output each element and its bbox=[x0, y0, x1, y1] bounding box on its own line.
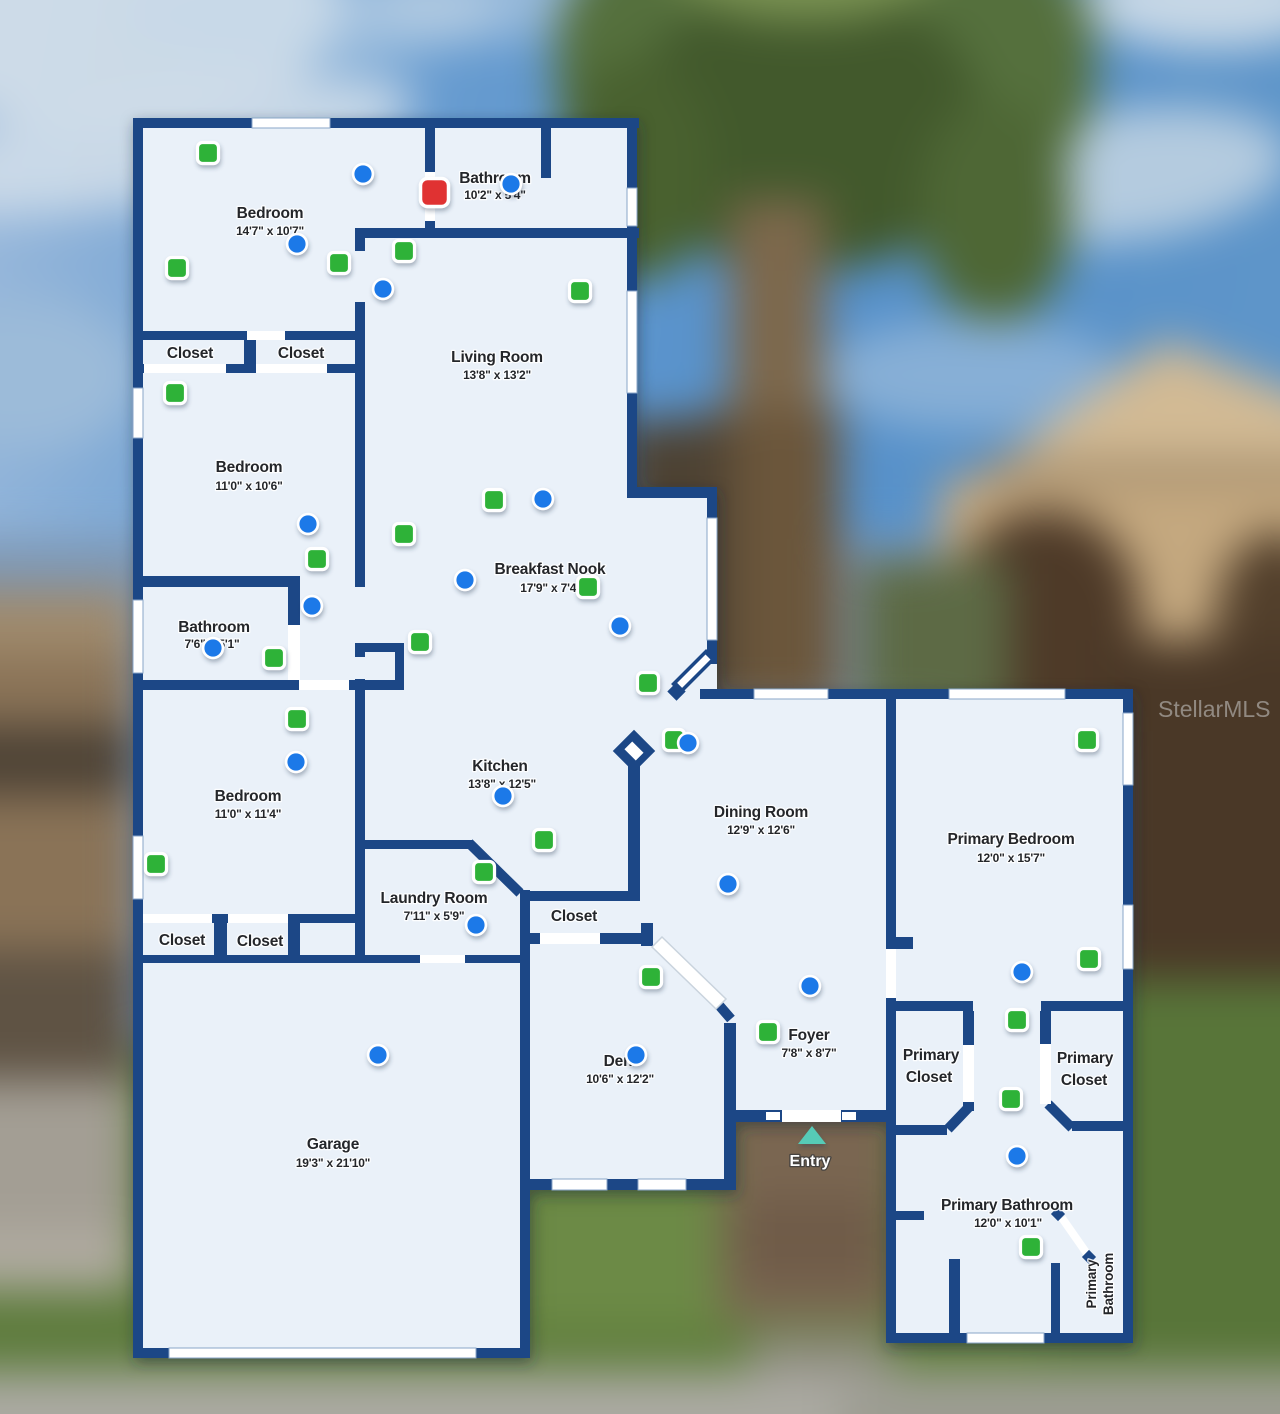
svg-text:Bedroom: Bedroom bbox=[216, 459, 283, 476]
svg-text:Primary: Primary bbox=[903, 1047, 960, 1064]
svg-text:Bathroom: Bathroom bbox=[1101, 1253, 1116, 1315]
svg-text:Closet: Closet bbox=[906, 1069, 952, 1086]
svg-text:12'0" x 15'7": 12'0" x 15'7" bbox=[977, 851, 1045, 865]
svg-text:11'0" x 10'6": 11'0" x 10'6" bbox=[215, 479, 282, 493]
svg-text:Primary: Primary bbox=[1057, 1050, 1114, 1067]
svg-text:7'8" x 8'7": 7'8" x 8'7" bbox=[782, 1046, 837, 1060]
svg-text:Laundry Room: Laundry Room bbox=[381, 890, 488, 907]
svg-text:Bathroom: Bathroom bbox=[178, 619, 250, 636]
svg-text:Bedroom: Bedroom bbox=[237, 205, 304, 222]
svg-text:14'7" x 10'7": 14'7" x 10'7" bbox=[236, 224, 304, 238]
svg-text:Kitchen: Kitchen bbox=[472, 758, 527, 775]
svg-text:Bedroom: Bedroom bbox=[215, 788, 282, 805]
svg-text:Closet: Closet bbox=[167, 345, 213, 362]
svg-text:12'0" x 10'1": 12'0" x 10'1" bbox=[974, 1216, 1042, 1230]
svg-text:Closet: Closet bbox=[1061, 1072, 1107, 1089]
svg-text:Living Room: Living Room bbox=[451, 349, 543, 366]
svg-text:19'3" x 21'10": 19'3" x 21'10" bbox=[296, 1156, 370, 1170]
svg-text:10'6" x 12'2": 10'6" x 12'2" bbox=[586, 1072, 654, 1086]
svg-text:Breakfast Nook: Breakfast Nook bbox=[495, 561, 606, 578]
svg-text:7'11" x 5'9": 7'11" x 5'9" bbox=[404, 909, 465, 923]
svg-text:StellarMLS: StellarMLS bbox=[1158, 696, 1270, 722]
svg-text:13'8" x 12'5": 13'8" x 12'5" bbox=[468, 777, 536, 791]
svg-text:13'8" x 13'2": 13'8" x 13'2" bbox=[463, 368, 531, 382]
svg-text:Garage: Garage bbox=[307, 1136, 360, 1153]
svg-text:Closet: Closet bbox=[551, 908, 597, 925]
svg-text:17'9" x 7'4": 17'9" x 7'4" bbox=[520, 581, 581, 595]
svg-text:12'9" x 12'6": 12'9" x 12'6" bbox=[727, 823, 795, 837]
svg-text:Primary Bathroom: Primary Bathroom bbox=[941, 1197, 1073, 1214]
svg-text:11'0" x 11'4": 11'0" x 11'4" bbox=[215, 807, 282, 821]
svg-text:Closet: Closet bbox=[159, 932, 205, 949]
svg-text:Closet: Closet bbox=[237, 933, 283, 950]
svg-text:Closet: Closet bbox=[278, 345, 324, 362]
svg-text:Dining Room: Dining Room bbox=[714, 804, 808, 821]
svg-text:Primary Bedroom: Primary Bedroom bbox=[947, 831, 1074, 848]
svg-text:Foyer: Foyer bbox=[788, 1027, 829, 1044]
svg-text:Entry: Entry bbox=[790, 1153, 831, 1170]
svg-text:Primary: Primary bbox=[1084, 1259, 1099, 1309]
